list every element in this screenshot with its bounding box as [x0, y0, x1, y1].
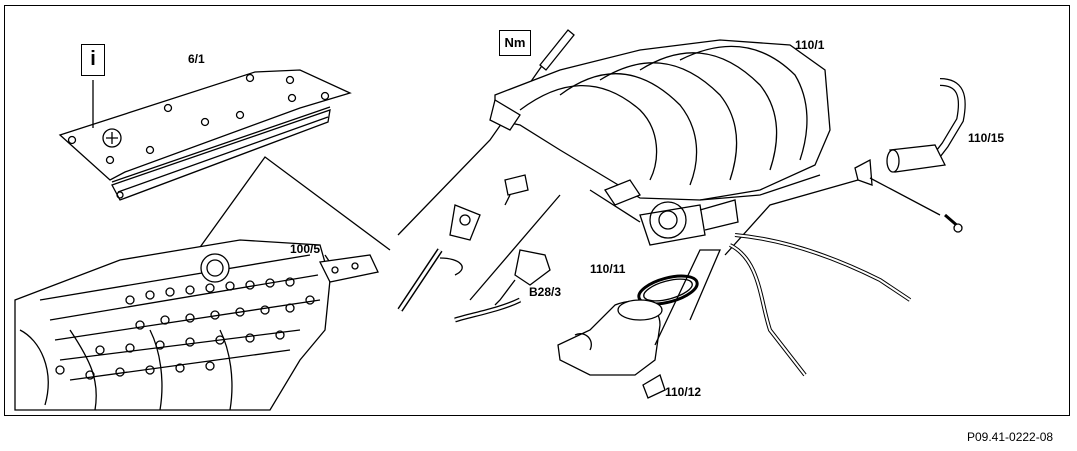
- bolt-leader: [397, 39, 561, 236]
- label-cover: 6/1: [188, 52, 205, 66]
- label-gasket: 100/5: [290, 242, 321, 256]
- torque-icon: Nm: [499, 30, 531, 56]
- manifold-bolt: [539, 29, 575, 71]
- intake-manifold: [489, 29, 831, 206]
- label-seal: 110/11: [590, 262, 626, 276]
- sensor: [397, 174, 551, 323]
- hose: [854, 78, 966, 233]
- diagram-frame: [4, 5, 1070, 416]
- figure-reference: P09.41-0222-08: [967, 430, 1054, 444]
- throttle-valve: [639, 199, 739, 246]
- gasket: [319, 254, 379, 283]
- label-sensor: B28/3: [529, 285, 562, 299]
- intake-pipe: [557, 249, 721, 399]
- label-hose: 110/15: [968, 131, 1005, 145]
- cover-leader: [179, 156, 391, 276]
- engine-block: [14, 239, 331, 411]
- info-icon: i: [81, 44, 105, 76]
- engine-cover: [58, 69, 352, 201]
- label-manifold: 110/1: [795, 38, 825, 52]
- label-pipe: 110/12: [665, 385, 702, 399]
